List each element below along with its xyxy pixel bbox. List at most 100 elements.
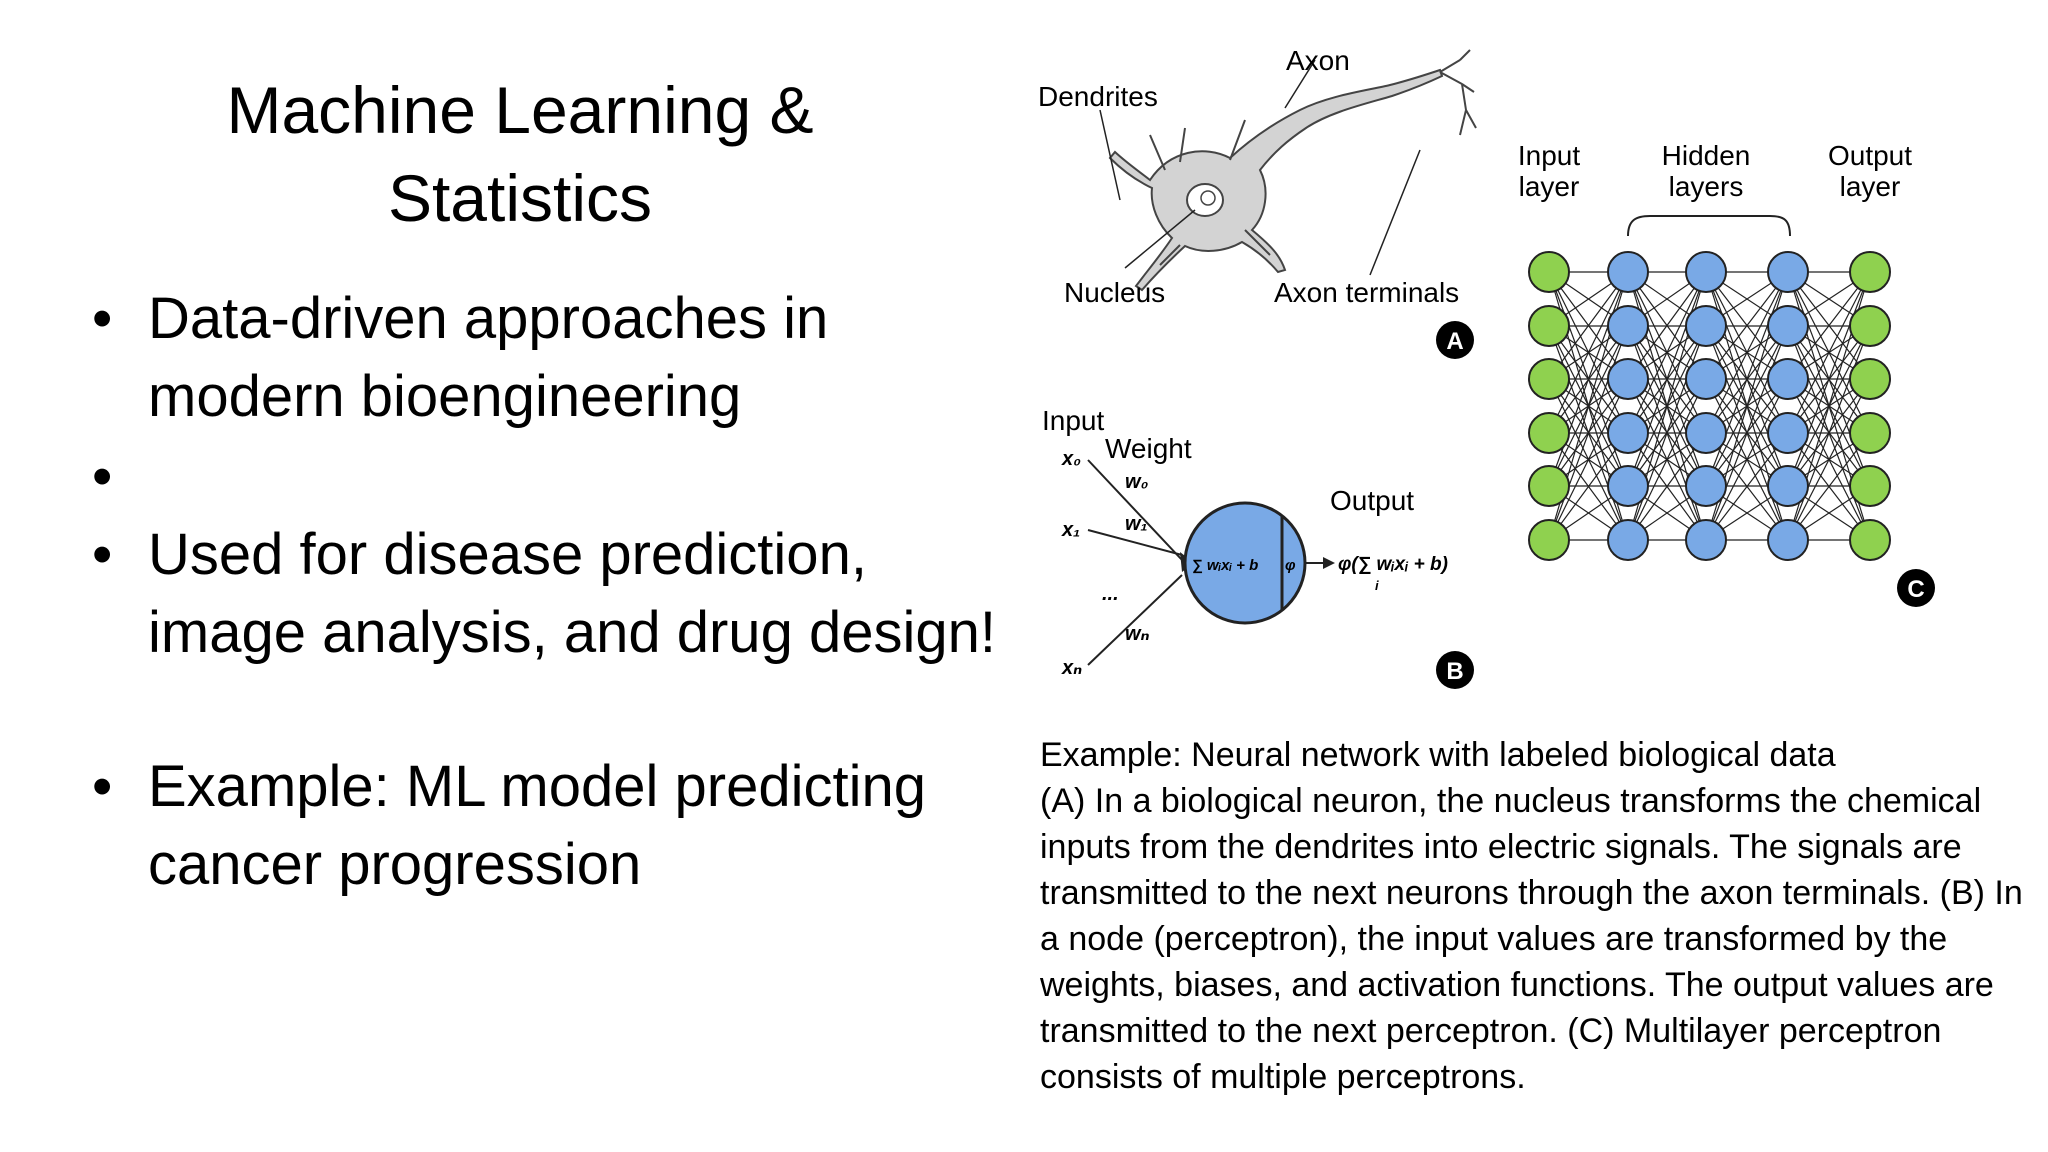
badge-b-circle xyxy=(1436,651,1474,689)
mlp-node-input xyxy=(1528,251,1570,293)
mlp-node-hidden xyxy=(1685,251,1727,293)
axon-pointer xyxy=(1284,59,1316,109)
mlp-edge xyxy=(1787,271,1871,434)
mlp-node-hidden xyxy=(1767,358,1809,400)
mlp-edge xyxy=(1627,271,1707,380)
weight-label: Weight xyxy=(1105,433,1192,464)
mlp-edge xyxy=(1705,432,1789,541)
axon-terminal-branch xyxy=(1439,49,1477,136)
mlp-node-hidden xyxy=(1607,465,1649,507)
dendrites-label: Dendrites xyxy=(1038,81,1158,112)
mlp-edge xyxy=(1548,271,1629,434)
mlp-edge xyxy=(1705,325,1789,541)
mlp-node-hidden xyxy=(1767,305,1809,347)
badge-a-label: A xyxy=(1446,328,1463,355)
mlp-node-output xyxy=(1849,519,1891,561)
output-arrowhead xyxy=(1323,557,1335,569)
figure-caption: Example: Neural network with labeled bio… xyxy=(1040,736,2023,1096)
bullet-text: Data-driven approaches in modern bioengi… xyxy=(148,286,829,429)
mlp-node-hidden xyxy=(1607,358,1649,400)
mlp-node-hidden xyxy=(1767,412,1809,454)
w0-label: w₀ xyxy=(1125,471,1149,493)
mlp-edge xyxy=(1787,271,1871,487)
neural-network-figure: Dendrites Axon Nucleus Axon terminals A … xyxy=(1038,45,1935,689)
badge-c-label: C xyxy=(1907,576,1924,603)
mlp-node-output xyxy=(1849,251,1891,293)
mlp-edge xyxy=(1705,271,1789,487)
mlp-node-hidden xyxy=(1607,519,1649,561)
mlp-node-hidden xyxy=(1685,305,1727,347)
panel-b-perceptron: Input Weight Output x₀ x₁ ... xₙ w₀ w₁ w… xyxy=(1042,405,1474,689)
bullet-dot: • xyxy=(92,444,113,509)
mlp-edge xyxy=(1787,378,1871,541)
dots-label: ... xyxy=(1102,583,1119,605)
mlp-edge xyxy=(1548,271,1629,380)
badge-c-circle xyxy=(1897,569,1935,607)
mlp-node-input xyxy=(1528,358,1570,400)
mlp-edge xyxy=(1787,325,1871,541)
bullet-item: •Used for disease prediction, image anal… xyxy=(92,516,1012,672)
mlp-node-hidden xyxy=(1767,519,1809,561)
mlp-edge xyxy=(1627,432,1707,541)
bullet-text: Used for disease prediction, image analy… xyxy=(148,522,996,665)
mlp-node-hidden xyxy=(1685,465,1727,507)
mlp-edge xyxy=(1548,271,1629,487)
bullet-list: • Data-driven approaches in modern bioeng… xyxy=(92,280,1012,904)
wn-label: wₙ xyxy=(1125,623,1150,645)
bullet-dot: • xyxy=(92,754,113,819)
mlp-node-hidden xyxy=(1767,251,1809,293)
mlp-node-hidden xyxy=(1685,412,1727,454)
nucleus-pointer xyxy=(1124,209,1196,269)
dendrite-branch xyxy=(1149,119,1271,266)
bullet-item: • Example: ML model predicting cancer pro… xyxy=(92,748,1012,904)
w1-label: w₁ xyxy=(1125,513,1148,535)
mlp-edge xyxy=(1627,325,1707,541)
mlp-edge xyxy=(1627,271,1707,434)
mlp-nodes xyxy=(1528,251,1891,561)
mlp-node-hidden xyxy=(1685,358,1727,400)
bullet-dot: • xyxy=(92,286,113,351)
axon-label: Axon xyxy=(1286,45,1350,76)
mlp-node-input xyxy=(1528,305,1570,347)
mlp-node-hidden xyxy=(1767,465,1809,507)
output-subscript-i: i xyxy=(1375,578,1379,593)
input-label: Input xyxy=(1042,405,1104,436)
input-edge-x0 xyxy=(1087,459,1183,561)
mlp-edge xyxy=(1705,378,1789,541)
mlp-edge xyxy=(1627,378,1707,541)
badge-a-circle xyxy=(1436,321,1474,359)
mlp-node-input xyxy=(1528,519,1570,561)
x0-label: x₀ xyxy=(1061,448,1081,470)
mlp-node-hidden xyxy=(1607,305,1649,347)
mlp-edge xyxy=(1787,432,1871,541)
bullet-text: Example: ML model predicting cancer prog… xyxy=(148,754,926,897)
phi-symbol: φ xyxy=(1285,557,1296,574)
mlp-node-input xyxy=(1528,412,1570,454)
nucleolus-shape xyxy=(1200,190,1216,206)
xn-label: xₙ xyxy=(1061,657,1082,679)
mlp-edge xyxy=(1548,432,1629,541)
hidden-layers-brace xyxy=(1627,215,1791,237)
badge-b-label: B xyxy=(1446,658,1463,685)
mlp-node-output xyxy=(1849,465,1891,507)
mlp-edge xyxy=(1787,271,1871,380)
perceptron-node xyxy=(1183,501,1307,625)
output-expression: φ(∑ wᵢxᵢ + b) xyxy=(1338,554,1448,575)
bullet-item: • Data-driven approaches in modern bioeng… xyxy=(92,280,1012,436)
mlp-node-hidden xyxy=(1607,412,1649,454)
mlp-edge xyxy=(1705,271,1789,434)
mlp-edge xyxy=(1705,271,1789,380)
mlp-edge xyxy=(1627,271,1707,487)
axon-terminals-label: Axon terminals xyxy=(1274,277,1459,308)
dendrites-pointer xyxy=(1099,109,1121,201)
input-edge-x1 xyxy=(1087,529,1183,556)
input-edge-xn xyxy=(1087,574,1183,666)
slide-title: Machine Learning & Statistics xyxy=(226,73,814,235)
neuron-cell-body xyxy=(1108,68,1444,292)
mlp-node-hidden xyxy=(1607,251,1649,293)
mlp-node-output xyxy=(1849,412,1891,454)
